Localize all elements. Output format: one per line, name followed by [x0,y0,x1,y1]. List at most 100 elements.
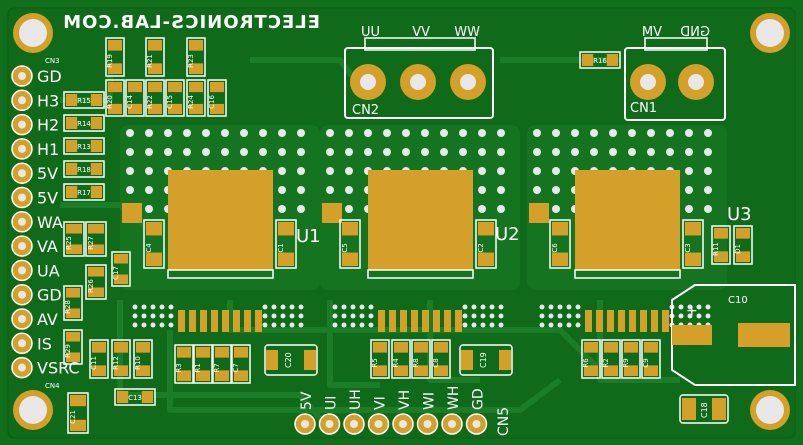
ic-via [548,313,554,319]
smd-pad [70,395,86,407]
ic-pin [411,310,418,332]
ic-via [462,322,468,328]
smd-outline [370,339,390,379]
smd-outline [63,221,85,257]
smd-pad [146,222,162,236]
thermal-via [478,186,486,194]
smd-pad [394,342,408,353]
ic-via [359,304,365,310]
ic-via [678,313,684,319]
smd-pad [66,288,80,298]
thermal-via [402,148,410,156]
ic-via [262,322,268,328]
ic-via [539,313,545,319]
smd-label: C6 [551,243,559,253]
ic-pin [244,310,251,332]
smd-pad [234,347,248,358]
ic-via [498,313,504,319]
thermal-via [278,129,286,137]
smd-outline [63,183,105,201]
ic-via [132,322,138,328]
cn1-label: CN1 [630,101,657,116]
smd-label: R24 [187,95,195,109]
ic-via [539,304,545,310]
smd-label: R10 [134,356,142,370]
u2-label: U2 [495,224,520,245]
smd-pad [114,342,128,353]
cn1-terminal-label: GND [680,25,710,40]
ic-via [687,313,693,319]
smd-label: R27 [87,236,95,250]
smd-label: R15 [77,97,91,105]
ic-via [462,313,468,319]
cn1-terminal-hole [688,74,704,90]
smd-pad [584,365,598,376]
smd-outline [67,392,89,434]
thermal-via [552,167,560,175]
ic-via [159,304,165,310]
ic-via [575,304,581,310]
ic-via [705,313,711,319]
smd-pad [148,82,162,93]
thermal-via [590,129,598,137]
ic-via [548,304,554,310]
thermal-via [402,129,410,137]
cn5-label: CN5 [496,407,512,436]
thermal-via [552,186,560,194]
cn3-pin-label: GD [37,67,62,86]
cn5-pin-hole [472,420,481,428]
smd-pad [90,163,102,175]
thermal-via [459,148,467,156]
thermal-via [278,148,286,156]
smd-label: R9 [622,358,630,367]
smd-pad [278,222,294,236]
smd-pad [114,254,128,264]
ic-via [271,322,277,328]
smd-pad [196,370,210,381]
smd-pad [189,63,203,74]
smd-pad [414,365,428,376]
smd-label: C9 [642,358,650,367]
smd-label: C15 [166,95,174,109]
thermal-via [421,148,429,156]
smd-pad [478,222,494,236]
smd-pad [88,287,104,297]
smd-label: R18 [77,166,91,174]
ic-pin [618,310,625,332]
cn2-terminal-hole [360,74,376,90]
ic-via [262,304,268,310]
thermal-via [497,186,505,194]
cn5-pin-label: WH [446,386,462,410]
cn5-pin-hole [350,420,358,428]
smd-outline [89,339,109,379]
smd-label: R1 [194,363,202,372]
smd-outline [111,339,131,379]
ic-pin [189,310,196,332]
cn3-label: CN3 [45,57,60,65]
ic-via [298,304,304,310]
thermal-via [497,148,505,156]
cn3-pin-label: UA [37,261,60,280]
thermal-via [478,129,486,137]
ic-via [350,304,356,310]
smd-label: C1 [277,243,285,252]
ic-pin [455,310,462,332]
thermal-via [552,129,560,137]
thermal-via [183,148,191,156]
c18-outline [679,394,729,424]
thermal-via [126,186,134,194]
ic-via [678,304,684,310]
smd-pad [414,342,428,353]
cn3-pin-hole [18,96,26,105]
mosfet-pad [575,170,680,270]
ic-pin [389,310,396,332]
smd-pad [148,63,162,74]
thermal-via [383,129,391,137]
smd-outline [411,339,431,379]
smd-label: R4 [392,358,400,368]
ic-via [150,313,156,319]
cn3-pin-label: 5V [37,164,58,183]
smd-pad [604,342,618,353]
ic-pin [662,310,669,332]
ic-via [368,313,374,319]
